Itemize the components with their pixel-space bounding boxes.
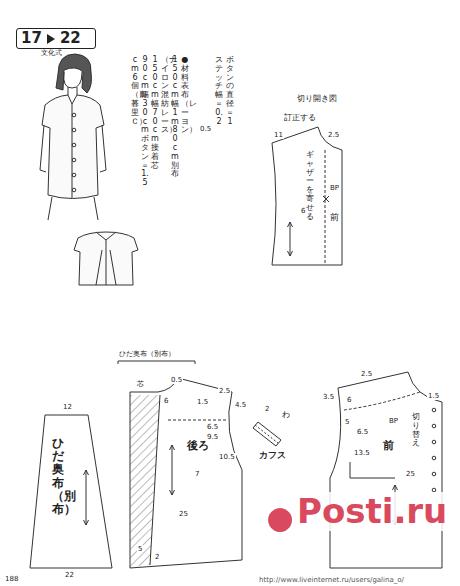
logo-mark — [268, 508, 292, 532]
style-note: 文化式 — [40, 49, 63, 57]
dimension: 6.5 — [206, 423, 219, 431]
neck — [68, 87, 77, 95]
placket — [72, 104, 73, 198]
yoke-line — [168, 420, 228, 421]
dimension: 5 — [344, 418, 350, 426]
legs — [48, 197, 98, 220]
dimension: 13.5 — [353, 449, 371, 457]
button-mark — [72, 143, 76, 147]
dimension: 6 — [163, 397, 169, 405]
front-piece — [330, 372, 442, 568]
piece-name: 後ろ — [186, 440, 210, 453]
piece-name: 前 — [329, 212, 340, 222]
button-mark — [72, 158, 76, 162]
fold-mark: わ — [281, 410, 291, 419]
materials-note: cm6個（日暮里Ｃ） — [131, 55, 139, 127]
materials-note: 150cm幅70cm 接着芯 — [151, 55, 159, 171]
arms — [40, 125, 106, 172]
instruction-note: ギャザーを寄せる — [306, 150, 314, 222]
number-box: 1722 — [16, 28, 96, 49]
button-mark — [72, 173, 76, 177]
bracket — [118, 361, 195, 364]
fold-line — [255, 425, 278, 443]
interfacing-mark: 芯 — [136, 380, 145, 388]
watermark: Posti.ru — [296, 492, 448, 531]
button-mark — [432, 424, 436, 428]
dimension: 25 — [178, 510, 189, 518]
dimension: 3.5 — [322, 393, 335, 401]
materials-note: 90cm幅30cm ボタン＝1.5 — [141, 55, 149, 189]
cuff-piece — [253, 422, 281, 446]
button-mark — [72, 188, 76, 192]
bust-point: BP — [388, 417, 399, 425]
seam-note: 切り替え — [412, 412, 420, 449]
dimension: 1.5 — [196, 398, 209, 406]
piece-name: ひだ奥布（別布） — [52, 436, 64, 517]
hair — [56, 54, 92, 93]
dimension: 5 — [137, 545, 143, 553]
instruction-note: 訂正する — [283, 113, 317, 122]
button-mark — [72, 128, 76, 132]
page-number: 188 — [4, 575, 19, 583]
pleat-hatch — [130, 395, 160, 567]
dimension: 4.5 — [234, 401, 247, 409]
dimension: 25 — [405, 470, 416, 478]
slash-piece — [272, 127, 342, 265]
bp-mark — [323, 196, 329, 202]
dimension: 11 — [273, 131, 284, 139]
button-note: ボタンの直径＝1 — [226, 55, 234, 127]
face — [64, 72, 82, 88]
dimension: 10.5 — [218, 453, 236, 461]
dart-line — [350, 462, 395, 478]
slash-line — [325, 150, 326, 265]
pleat-line — [150, 395, 160, 565]
materials-note: （ナイロン混紡レース） — [161, 55, 169, 136]
piece-name: カフス — [258, 450, 287, 460]
pointer-icon — [45, 32, 57, 46]
piece-name: 前 — [382, 440, 395, 453]
button-mark — [72, 113, 76, 117]
button-mark — [432, 440, 436, 444]
page-number: 22 — [60, 31, 81, 46]
dimension: 0.5 — [170, 376, 183, 384]
diagram-title: 切り開き図 — [296, 94, 338, 103]
button-mark — [432, 456, 436, 460]
dimension: 6 — [300, 207, 306, 215]
materials-note: ●材料 表布（レーヨン） — [181, 55, 189, 136]
bust-point: BP — [329, 184, 340, 192]
back-pleat — [96, 232, 116, 285]
back-piece — [130, 378, 242, 568]
dimension: 2 — [264, 405, 270, 413]
yoke-line — [344, 392, 420, 410]
dimension: 2.5 — [218, 387, 231, 395]
page-number: 17 — [21, 31, 42, 46]
stitch-note: ステッチ幅＝0.2 — [215, 55, 223, 127]
grain-arrow — [170, 445, 175, 495]
button-mark — [432, 472, 436, 476]
watermark-url: http://www.liveinternet.ru/users/galina_… — [258, 576, 405, 584]
grain-arrow — [84, 470, 89, 525]
piece-name: ひだ奥布（別布） — [118, 350, 176, 358]
stitch-note: 0.5 — [199, 125, 212, 133]
dimension: 2.5 — [327, 131, 340, 139]
dimension: 6 — [346, 396, 352, 404]
button-mark — [432, 408, 436, 412]
dimension: 2 — [154, 553, 160, 561]
blouse-front — [42, 95, 104, 199]
dimension: 22 — [64, 571, 75, 579]
dimension: 1.5 — [427, 392, 440, 400]
dimension: 7 — [194, 470, 200, 478]
grain-arrow — [288, 222, 293, 256]
pointer-icon — [47, 34, 55, 44]
dimension: 2.5 — [360, 370, 373, 378]
pleat-underlay-piece — [30, 415, 112, 568]
dimension: 6.5 — [356, 428, 369, 436]
blouse-back — [74, 232, 138, 285]
dimension: 12 — [62, 403, 73, 411]
materials-note: 150cm幅1m80cm 別布 — [171, 55, 179, 180]
